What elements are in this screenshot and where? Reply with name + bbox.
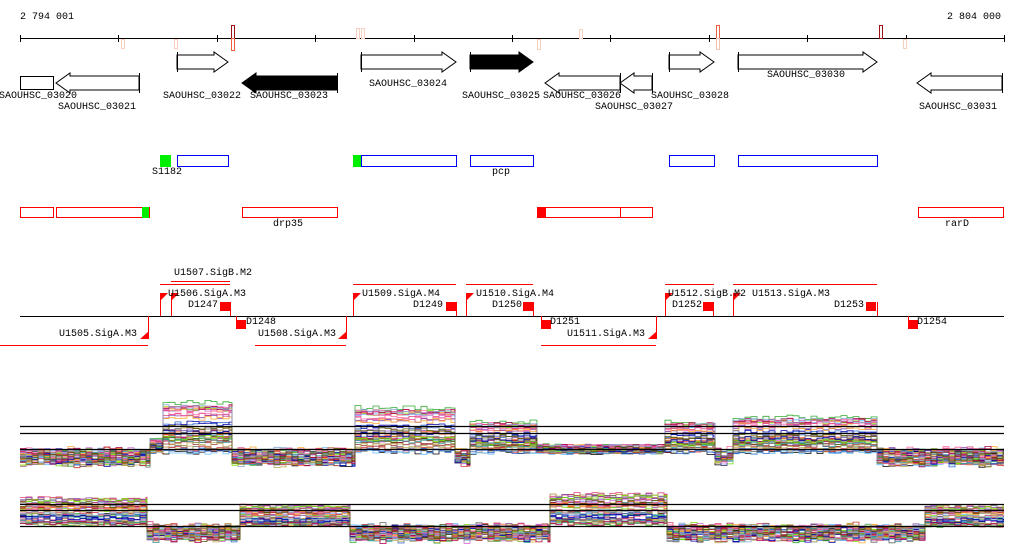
gene-arrow-forward xyxy=(360,51,457,73)
terminator-marker xyxy=(703,302,713,311)
promoter-flag-reverse xyxy=(648,331,657,339)
gene-label[interactable]: SAOUHSC_03022 xyxy=(163,91,242,102)
forward-feature-box xyxy=(738,155,878,167)
promoter-flag-forward xyxy=(466,293,474,301)
forward-feature-box xyxy=(361,155,457,167)
terminator-marker xyxy=(541,320,551,329)
expression-series-line xyxy=(20,404,1004,465)
promoter-label: U1511.SigA.M3 xyxy=(567,329,646,340)
promoter-label: U1510.SigA.M4 xyxy=(476,289,555,300)
terminator-marker xyxy=(236,320,246,329)
start-marker xyxy=(142,207,149,218)
ruler-marker xyxy=(537,39,541,50)
promoter-flag-forward xyxy=(171,293,179,301)
expression-series-line xyxy=(20,440,1004,466)
promoter-label: D1249 xyxy=(413,300,444,311)
ruler-marker xyxy=(579,29,583,39)
expression-series-line xyxy=(20,445,1004,469)
terminator-marker xyxy=(446,302,456,311)
promoter-flag-forward xyxy=(665,293,673,301)
promoter-flag-forward xyxy=(353,293,361,301)
promoter-label: U1513.SigA.M3 xyxy=(752,289,831,300)
gene-box xyxy=(20,76,54,90)
ruler-marker xyxy=(716,38,720,50)
gene-label[interactable]: SAOUHSC_03026 xyxy=(543,91,622,102)
expression-series-line xyxy=(20,410,1004,464)
gene-label[interactable]: SAOUHSC_03031 xyxy=(919,102,998,113)
gene-arrow-reverse xyxy=(241,72,338,94)
reverse-feature-box xyxy=(620,207,653,218)
promoter-flag-forward xyxy=(733,293,741,301)
ruler-marker xyxy=(121,39,125,49)
promoter-flag-forward xyxy=(160,293,168,301)
terminator-marker xyxy=(220,302,230,311)
ruler-marker xyxy=(879,25,883,39)
terminator-marker xyxy=(866,302,876,311)
ruler-marker xyxy=(903,39,907,49)
reverse-feature-box xyxy=(242,207,338,218)
expression-series-line xyxy=(20,442,1004,467)
gene-label[interactable]: SAOUHSC_03023 xyxy=(250,91,329,102)
gene-label[interactable]: SAOUHSC_03030 xyxy=(767,70,846,81)
promoter-label: D1251 xyxy=(550,317,581,328)
expression-series-line xyxy=(20,447,1004,468)
gene-label[interactable]: SAOUHSC_03025 xyxy=(462,91,541,102)
gene-label[interactable]: SAOUHSC_03024 xyxy=(369,79,448,90)
promoter-label: U1509.SigA.M4 xyxy=(362,289,441,300)
reverse-feature-label: drp35 xyxy=(273,219,304,230)
gene-label[interactable]: SAOUHSC_03027 xyxy=(595,102,674,113)
forward-feature-box xyxy=(177,155,229,167)
promoter-label: U1507.SigB.M2 xyxy=(174,268,253,279)
terminator-marker xyxy=(908,320,918,329)
promoter-flag-reverse xyxy=(140,331,149,339)
ruler-end-label: 2 804 000 xyxy=(947,12,1002,23)
promoter-flag-reverse xyxy=(338,331,347,339)
gene-arrow-forward xyxy=(668,51,715,73)
forward-feature-label: pcp xyxy=(492,167,511,178)
ruler-marker xyxy=(231,38,235,51)
ruler-marker xyxy=(361,28,365,39)
promoter-label: D1252 xyxy=(672,300,703,311)
expression-series-line xyxy=(20,449,1004,467)
reverse-feature-label: rarD xyxy=(945,219,970,230)
ruler-marker xyxy=(356,28,360,39)
promoter-label: D1254 xyxy=(917,317,948,328)
forward-feature-box xyxy=(669,155,715,167)
gene-arrow-reverse xyxy=(55,72,140,94)
start-marker xyxy=(353,155,361,167)
promoter-label: U1506.SigA.M3 xyxy=(168,289,247,300)
promoter-label: D1248 xyxy=(246,317,277,328)
end-marker xyxy=(537,207,545,218)
gene-arrow-forward xyxy=(176,51,229,73)
gene-arrow-forward xyxy=(469,51,534,73)
expression-series-line xyxy=(20,499,1004,541)
gene-arrow-forward xyxy=(737,51,878,73)
gene-arrow-reverse xyxy=(619,72,653,94)
ruler-marker xyxy=(716,25,720,39)
terminator-marker xyxy=(523,302,533,311)
ruler-marker xyxy=(174,39,178,49)
promoter-label: U1508.SigA.M3 xyxy=(258,329,337,340)
ruler-start-label: 2 794 001 xyxy=(20,12,75,23)
promoter-label: D1253 xyxy=(834,300,865,311)
promoter-label: U1512.SigB.M2 xyxy=(668,289,747,300)
gene-arrow-reverse xyxy=(916,72,1003,94)
gene-label[interactable]: SAOUHSC_03020 xyxy=(0,91,78,102)
reverse-feature-box xyxy=(20,207,54,218)
expression-series-line xyxy=(20,415,1004,466)
promoter-label: D1247 xyxy=(188,300,219,311)
promoter-label: U1505.SigA.M3 xyxy=(59,329,138,340)
gene-arrow-reverse xyxy=(544,72,621,94)
reverse-feature-box xyxy=(545,207,621,218)
forward-feature-label: S1182 xyxy=(152,167,183,178)
promoter-label: D1250 xyxy=(492,300,523,311)
reverse-feature-box xyxy=(56,207,150,218)
reverse-feature-box xyxy=(918,207,1004,218)
gene-label[interactable]: SAOUHSC_03028 xyxy=(651,91,730,102)
start-marker xyxy=(160,155,171,167)
ruler-marker xyxy=(231,25,235,39)
forward-feature-box xyxy=(470,155,534,167)
gene-label[interactable]: SAOUHSC_03021 xyxy=(58,102,137,113)
